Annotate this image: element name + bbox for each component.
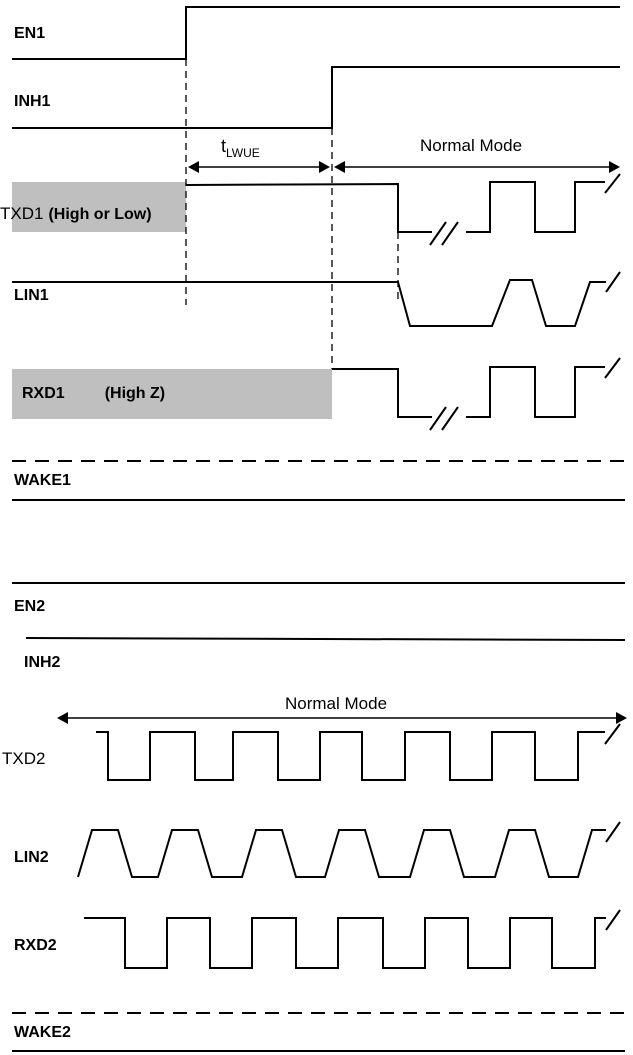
en1-waveform: [12, 6, 620, 60]
rxd1-continuation-slash: [604, 357, 621, 379]
inh2-waveform: [25, 637, 626, 641]
txd1-continuation-slash: [604, 173, 621, 194]
lin2-waveform: [77, 829, 606, 878]
en1-label: EN1: [14, 25, 45, 42]
normal-mode-1-label: Normal Mode: [420, 136, 522, 155]
inh1-label: INH1: [14, 93, 51, 110]
tlwue-subscript: LWUE: [226, 146, 260, 160]
rxd2-label: RXD2: [14, 937, 57, 954]
txd1-undefined-region: [12, 182, 186, 232]
txd1-break-slash-1: [429, 221, 447, 246]
wake2-label: WAKE2: [14, 1024, 71, 1041]
tlwue-symbol: t: [221, 136, 226, 156]
inh1-waveform: [12, 66, 620, 129]
txd2-label: TXD2: [2, 749, 45, 768]
normal-mode-1-arrow-right-head: [609, 161, 620, 173]
lin2-label: LIN2: [14, 849, 49, 866]
normal-mode-2-label: Normal Mode: [285, 694, 387, 713]
tlwue-label: tLWUE: [221, 136, 260, 160]
en2-label: EN2: [14, 598, 45, 615]
inh2-label: INH2: [24, 654, 61, 671]
tlwue-arrow-left-head: [188, 161, 199, 173]
rxd1-break-slash-1: [429, 406, 447, 431]
lin1-waveform: [12, 279, 606, 327]
txd1-break-slash-2: [441, 221, 459, 246]
txd1-note: (High or Low): [48, 206, 151, 223]
lin1-label: LIN1: [14, 287, 49, 304]
rxd1-name: RXD1: [22, 385, 65, 402]
rxd2-waveform: [84, 917, 606, 969]
txd2-waveform: [96, 731, 605, 781]
rxd1-note: (High Z): [105, 385, 165, 402]
lin2-continuation-slash: [605, 821, 621, 843]
rxd1-break-slash-2: [441, 406, 459, 431]
wake1-label: WAKE1: [14, 472, 71, 489]
rxd1-label: RXD1 (High Z): [22, 385, 165, 402]
rxd1-high-z-region: [12, 369, 332, 419]
txd1-name: TXD1: [0, 204, 43, 223]
rxd2-continuation-slash: [605, 909, 621, 931]
lin1-continuation-slash: [605, 271, 621, 293]
normal-mode-2-arrow-right-head: [616, 712, 627, 724]
txd2-continuation-slash: [604, 723, 621, 745]
normal-mode-1-arrow-left-head: [334, 161, 345, 173]
rxd1-waveform: [332, 366, 605, 418]
txd1-waveform: [185, 181, 605, 233]
tlwue-arrow-right-head: [319, 161, 330, 173]
txd1-label: TXD1 (High or Low): [0, 204, 152, 223]
normal-mode-2-arrow-left-head: [57, 712, 68, 724]
